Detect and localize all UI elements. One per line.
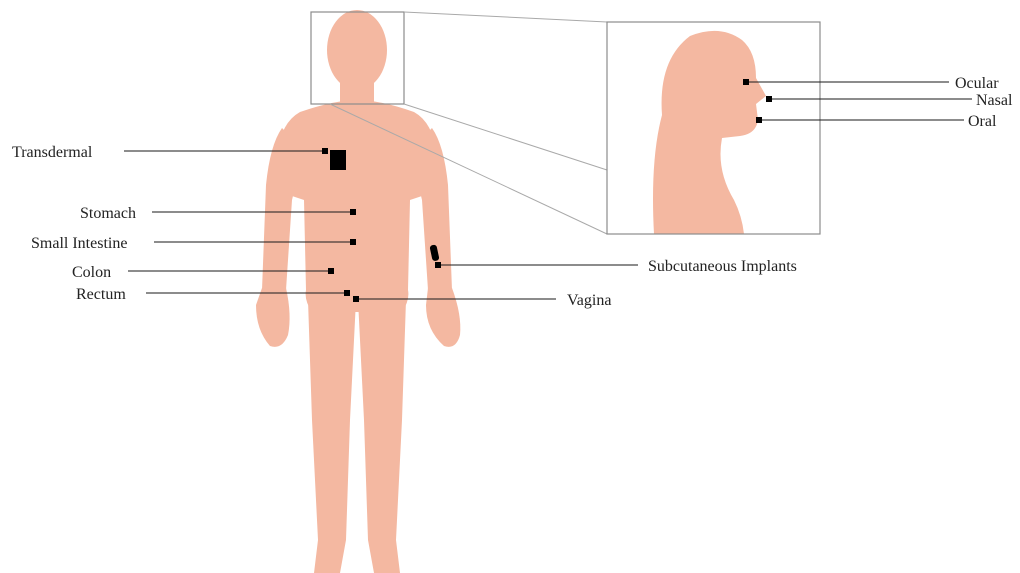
marker-rectum (344, 290, 350, 296)
hand-right (426, 288, 460, 347)
label-transdermal: Transdermal (12, 144, 93, 161)
label-rectum: Rectum (76, 286, 126, 303)
leg-left (308, 300, 356, 573)
label-small-intestine: Small Intestine (31, 235, 127, 252)
label-vagina: Vagina (567, 292, 611, 309)
label-ocular: Ocular (955, 75, 999, 92)
head (327, 10, 387, 90)
marker-vagina (353, 296, 359, 302)
label-subcutaneous-implants: Subcutaneous Implants (648, 258, 797, 275)
marker-colon (328, 268, 334, 274)
hand-left (256, 288, 290, 347)
marker-small-intestine (350, 239, 356, 245)
label-colon: Colon (72, 264, 111, 281)
marker-subcutaneous-implants (435, 262, 441, 268)
arm-right (410, 128, 452, 290)
marker-transdermal (322, 148, 328, 154)
arm-left (262, 128, 304, 290)
marker-oral (756, 117, 762, 123)
transdermal-patch (330, 150, 346, 170)
marker-stomach (350, 209, 356, 215)
torso (274, 100, 440, 312)
marker-ocular (743, 79, 749, 85)
leg-right (358, 300, 406, 573)
marker-nasal (766, 96, 772, 102)
body-silhouette (256, 10, 460, 573)
label-stomach: Stomach (80, 205, 136, 222)
zoom-connector-top (404, 12, 607, 22)
label-oral: Oral (968, 113, 997, 130)
label-nasal: Nasal (976, 92, 1013, 109)
